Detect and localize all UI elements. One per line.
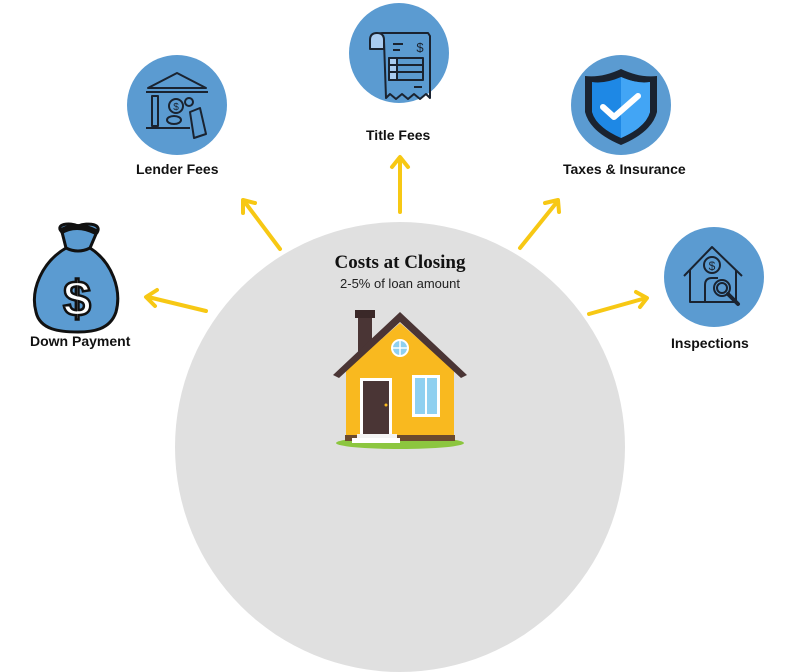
arrow-inspections bbox=[587, 290, 649, 316]
svg-text:$: $ bbox=[63, 271, 91, 327]
shield-check-icon bbox=[585, 69, 657, 145]
center-title: Costs at Closing bbox=[334, 252, 466, 273]
arrow-taxes-insurance bbox=[518, 198, 561, 250]
label-lender-fees: Lender Fees bbox=[136, 161, 219, 177]
bank-icon: $ bbox=[146, 72, 208, 139]
title-fees-circle bbox=[349, 3, 449, 103]
label-down-payment: Down Payment bbox=[30, 333, 131, 349]
receipt-icon: $ bbox=[369, 32, 431, 100]
label-title-fees: Title Fees bbox=[366, 127, 431, 143]
svg-text:$: $ bbox=[416, 40, 424, 55]
arrow-lender-fees bbox=[241, 198, 282, 251]
label-taxes-insurance: Taxes & Insurance bbox=[563, 161, 686, 177]
arrows bbox=[144, 155, 649, 316]
money-bag-icon: $ bbox=[33, 222, 120, 334]
svg-text:$: $ bbox=[709, 259, 716, 273]
arrow-title-fees bbox=[390, 155, 410, 214]
svg-text:$: $ bbox=[173, 102, 179, 113]
house-icon bbox=[333, 310, 467, 449]
house-inspection-icon: $ bbox=[683, 246, 743, 306]
center-subtitle: 2-5% of loan amount bbox=[340, 276, 460, 291]
lender-fees-circle bbox=[127, 55, 227, 155]
label-inspections: Inspections bbox=[671, 335, 749, 351]
arrow-down-payment bbox=[144, 288, 208, 313]
